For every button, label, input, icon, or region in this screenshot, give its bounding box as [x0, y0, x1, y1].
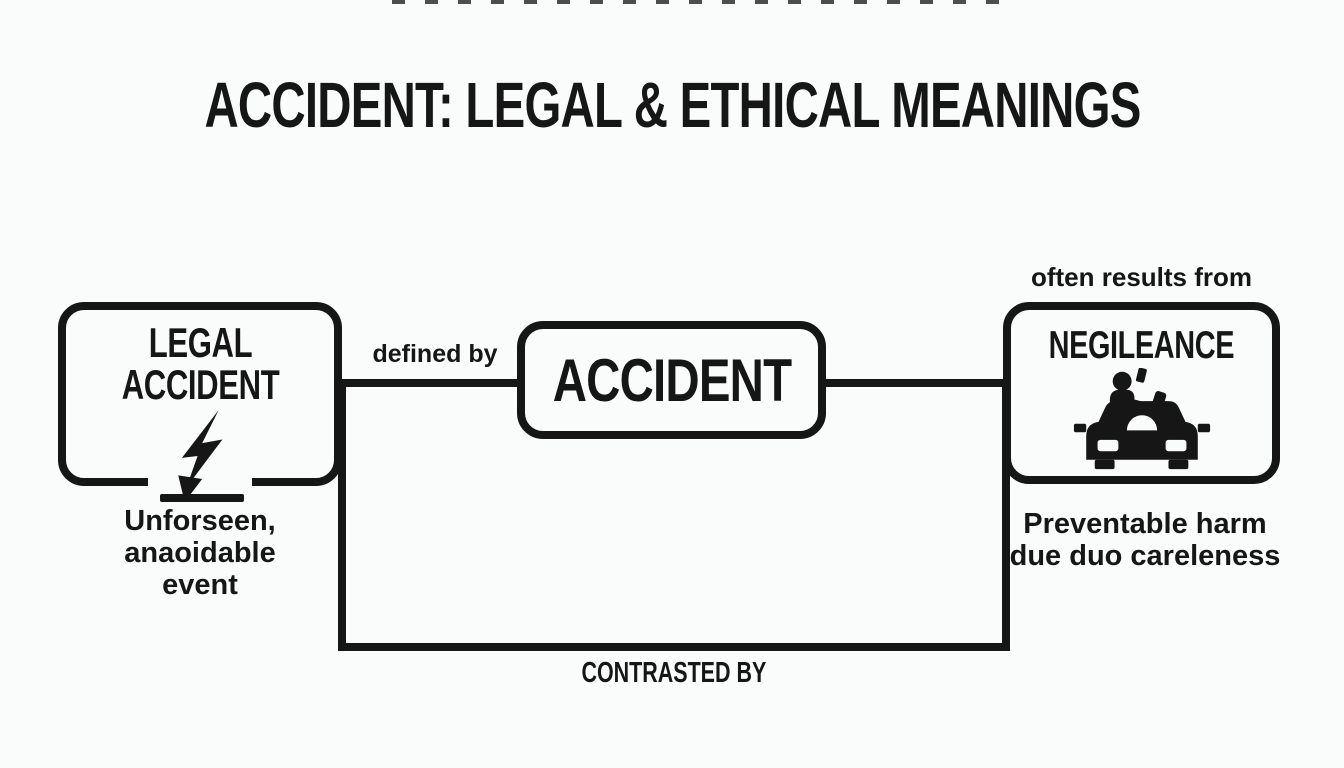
caption-negligence: Preventable harm due duo careleness: [998, 508, 1292, 572]
edge-label-defined-by: defined by: [372, 340, 498, 368]
caption-legal-accident: Unforseen, anaoidable event: [85, 505, 315, 601]
border-gap-mask: [148, 471, 252, 493]
caption-negligence-line1: Preventable harm: [1023, 508, 1267, 540]
edge-label-contrasted-by-text: CONTRASTED BY: [581, 657, 767, 689]
node-legal-accident-label: LEGAL ACCIDENT: [121, 322, 279, 406]
node-accident: ACCIDENT: [517, 321, 826, 439]
page-title-text: ACCIDENT: LEGAL & ETHICAL MEANINGS: [203, 69, 1141, 141]
connector-contrasted-by-line: [338, 379, 1010, 651]
node-legal-accident-label-line2: ACCIDENT: [121, 361, 279, 408]
node-negligence-label: NEGILEANCE: [1048, 324, 1235, 367]
bolt-underline: [160, 494, 244, 502]
caption-legal-accident-line3: event: [162, 569, 238, 601]
node-legal-accident-label-line1: LEGAL: [148, 319, 252, 366]
distracted-driver-car-icon: [1073, 368, 1210, 470]
node-accident-label: ACCIDENT: [552, 346, 791, 414]
caption-legal-accident-line2: anaoidable: [124, 537, 276, 569]
edge-label-contrasted-by: CONTRASTED BY: [338, 657, 1010, 690]
cropped-text-artifact: [392, 0, 1010, 4]
node-negligence: NEGILEANCE: [1003, 302, 1280, 484]
caption-negligence-line2: due duo careleness: [1009, 540, 1281, 572]
caption-legal-accident-line1: Unforseen,: [124, 505, 276, 537]
lightning-bolt-arrow-icon: [178, 410, 223, 502]
edge-label-often-results-from: often results from: [1030, 262, 1253, 292]
page-title: ACCIDENT: LEGAL & ETHICAL MEANINGS: [0, 72, 1344, 138]
